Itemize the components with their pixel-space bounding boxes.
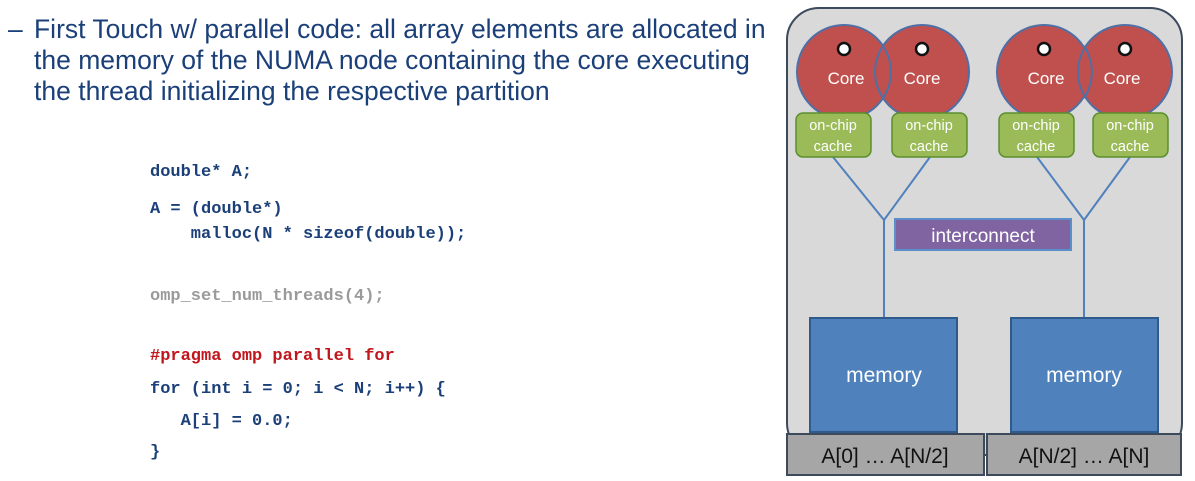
interconnect-label: interconnect — [931, 226, 1035, 247]
thread-marker-2 — [914, 41, 930, 57]
connection-lines — [832, 156, 1131, 318]
cache-label-3a: on-chip — [1012, 118, 1060, 134]
cache-2 — [891, 112, 968, 158]
cache-label-1b: cache — [814, 139, 853, 155]
bullet-text: First Touch w/ parallel code: all array … — [34, 14, 766, 106]
core-label-2: Core — [904, 69, 941, 88]
cache-label-1a: on-chip — [809, 118, 857, 134]
partition-right-label: A[N/2] … A[N] — [1019, 445, 1150, 468]
cache-label-3b: cache — [1017, 139, 1056, 155]
code-line-8: } — [150, 443, 161, 462]
cache-1 — [795, 112, 872, 158]
partition-right — [986, 433, 1182, 476]
code-line-3: malloc(N * sizeof(double)); — [150, 225, 467, 244]
memory-right — [1010, 317, 1159, 433]
code-line-2: A = (double*) — [150, 200, 283, 219]
cache-label-2a: on-chip — [905, 118, 953, 134]
bullet-dash: – — [8, 14, 23, 44]
cache-label-4b: cache — [1111, 139, 1150, 155]
memory-label-right: memory — [1046, 364, 1122, 387]
code-line-6: for (int i = 0; i < N; i++) { — [150, 380, 446, 399]
cache-label-4a: on-chip — [1106, 118, 1154, 134]
memory-label-left: memory — [846, 364, 922, 387]
memory-left — [809, 317, 958, 433]
partition-left — [786, 433, 985, 476]
code-line-7: A[i] = 0.0; — [150, 412, 293, 431]
code-line-4: omp_set_num_threads(4); — [150, 287, 385, 306]
core-label-3: Core — [1028, 69, 1065, 88]
cache-3 — [998, 112, 1075, 158]
core-label-1: Core — [828, 69, 865, 88]
code-line-5: #pragma omp parallel for — [150, 347, 395, 366]
code-line-1: double* A; — [150, 163, 253, 182]
thread-marker-4 — [1117, 41, 1133, 57]
thread-marker-3 — [1036, 41, 1052, 57]
thread-marker-1 — [836, 41, 852, 57]
cache-4 — [1092, 112, 1169, 158]
interconnect-box — [894, 218, 1072, 251]
core-label-4: Core — [1104, 69, 1141, 88]
cache-label-2b: cache — [910, 139, 949, 155]
partition-left-label: A[0] … A[N/2] — [821, 445, 948, 468]
